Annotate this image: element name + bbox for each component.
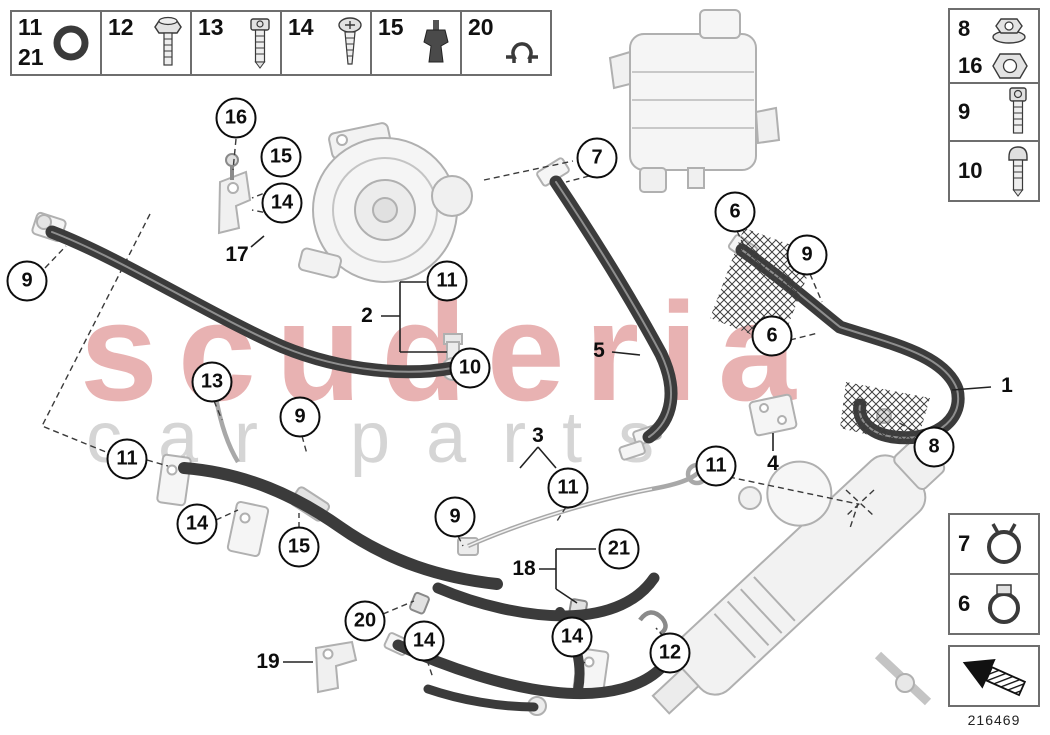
torx-screw-icon — [338, 17, 362, 65]
legend-label: 16 — [958, 52, 983, 78]
component-layer — [31, 9, 946, 716]
callout-14: 14 — [261, 182, 303, 224]
hose-lower — [392, 639, 673, 700]
callout-10: 10 — [449, 347, 491, 389]
callout-11: 11 — [547, 467, 589, 509]
callout-1: 1 — [1001, 374, 1013, 397]
bracket-4 — [748, 393, 798, 437]
legend-label: 7 — [958, 531, 971, 556]
callout-5: 5 — [593, 339, 605, 362]
callout-6: 6 — [714, 191, 756, 233]
legend-cell-8-16: 8 16 — [948, 8, 1040, 84]
legend-cell-9: 9 — [948, 82, 1040, 142]
spring-clip-icon — [506, 42, 538, 63]
legend-label: 20 — [468, 14, 494, 40]
fillister-screw-icon — [250, 18, 270, 69]
legend-cell-14: 14 — [280, 10, 372, 76]
callout-18: 18 — [512, 557, 536, 580]
callout-6: 6 — [751, 315, 793, 357]
legend-cell-12: 12 — [100, 10, 192, 76]
legend-cell-7: 7 — [948, 513, 1040, 575]
legend-label: 11 — [18, 14, 43, 40]
hose-bottom — [423, 684, 539, 712]
legend-label: 8 — [958, 15, 971, 41]
o-ring-icon — [53, 25, 89, 61]
callout-11: 11 — [426, 260, 468, 302]
legend-label: 15 — [378, 14, 404, 40]
callout-2: 2 — [361, 304, 373, 327]
callout-14: 14 — [551, 616, 593, 658]
legend-label: 9 — [958, 99, 971, 124]
callout-12: 12 — [649, 632, 691, 674]
legend-label: 13 — [198, 14, 224, 40]
hex-nut-icon — [992, 52, 1028, 79]
callout-9: 9 — [6, 260, 48, 302]
callout-21: 21 — [598, 528, 640, 570]
callout-19: 19 — [256, 650, 280, 673]
socket-head-screw-icon — [1009, 87, 1027, 134]
hex-bolt-icon — [154, 16, 182, 66]
callout-17: 17 — [225, 243, 249, 266]
legend-top-left: 11 21 12 13 14 — [10, 10, 552, 76]
legend-label: 6 — [958, 591, 971, 616]
legend-label: 14 — [288, 14, 314, 40]
legend-cell-10: 10 — [948, 140, 1040, 202]
pump-illustration — [297, 122, 473, 283]
spring-band-clamp-icon — [987, 523, 1021, 564]
callout-9: 9 — [786, 234, 828, 276]
callout-20: 20 — [344, 600, 386, 642]
callout-4: 4 — [767, 452, 779, 475]
legend-cell-13: 13 — [190, 10, 282, 76]
bracket-19 — [314, 640, 358, 694]
legend-cell-15: 15 — [370, 10, 462, 76]
flange-nut-icon — [992, 17, 1026, 44]
drawing-number: 216469 — [967, 712, 1021, 728]
direction-arrow-icon — [962, 659, 1027, 697]
callout-15: 15 — [260, 136, 302, 178]
callout-9: 9 — [434, 496, 476, 538]
legend-cell-11-21: 11 21 — [10, 10, 102, 76]
legend-cell-20: 20 — [460, 10, 552, 76]
callout-3: 3 — [532, 424, 544, 447]
callout-15: 15 — [278, 526, 320, 568]
leader-lines-dashed — [41, 138, 923, 679]
legend-cell-arrow — [948, 645, 1040, 707]
callout-8: 8 — [913, 426, 955, 468]
hose-pressure-line — [178, 462, 503, 590]
legend-label: 12 — [108, 14, 134, 40]
clip-20 — [409, 591, 430, 615]
callout-14: 14 — [403, 620, 445, 662]
hose-clamp-icon — [988, 584, 1020, 624]
callout-14: 14 — [176, 503, 218, 545]
rubber-buffer-icon — [423, 20, 449, 63]
legend-cell-6: 6 — [948, 573, 1040, 635]
pan-head-screw-icon — [1008, 146, 1028, 197]
leader-lines-solid — [250, 235, 992, 663]
callout-11: 11 — [106, 438, 148, 480]
legend-label: 10 — [958, 158, 983, 183]
callout-16: 16 — [215, 97, 257, 139]
expansion-tank-illustration — [608, 9, 781, 193]
callout-13: 13 — [191, 361, 233, 403]
hose-5 — [549, 175, 678, 444]
callout-9: 9 — [279, 396, 321, 438]
steering-rack-illustration — [651, 437, 946, 715]
bracket-17 — [217, 153, 252, 235]
clip-12 — [638, 610, 668, 636]
callout-11: 11 — [695, 445, 737, 487]
callout-7: 7 — [576, 137, 618, 179]
legend-label: 21 — [18, 44, 44, 70]
